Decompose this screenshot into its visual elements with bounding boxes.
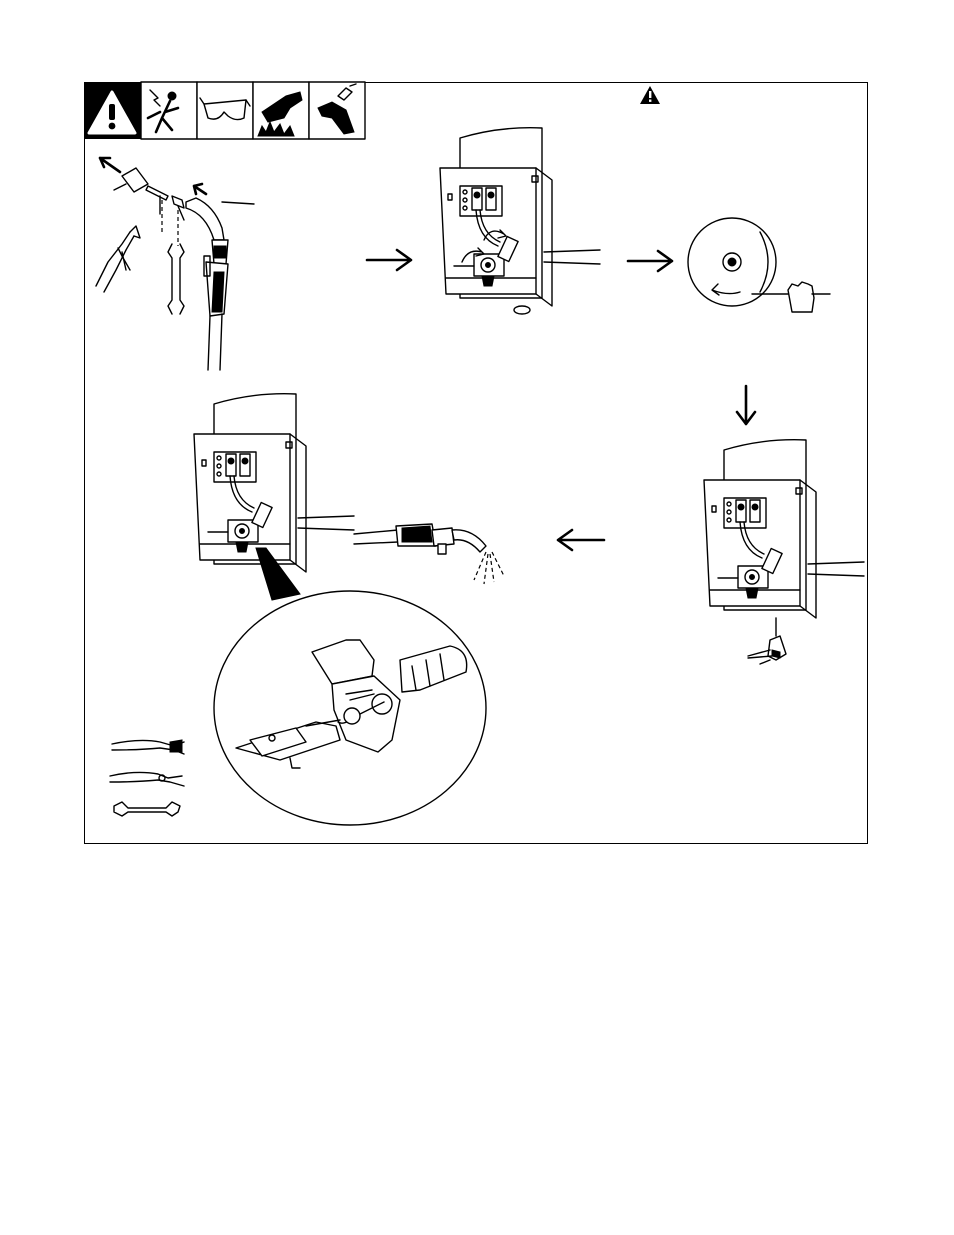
pliers-icon <box>96 226 140 292</box>
hand-icon <box>788 282 830 312</box>
wire-feeder-unit-icon <box>440 128 600 306</box>
wrench-icon <box>114 802 180 816</box>
hot-parts-icon <box>253 82 309 139</box>
warning-triangle-icon <box>640 86 660 104</box>
step-release-drive-roll-pressure <box>440 128 600 314</box>
step-remove-nozzle-and-tip <box>96 158 254 370</box>
welding-wire-hazard-icon <box>309 82 365 139</box>
step-rewind-wire-onto-spool <box>688 218 830 312</box>
step-install-and-feed-gun <box>194 394 504 825</box>
wire-feeder-unit-icon <box>704 440 864 618</box>
wire-spool-icon <box>688 218 790 306</box>
diagonal-cutter-icon <box>112 740 184 754</box>
pliers-icon <box>110 772 184 786</box>
wire-feeder-unit-icon <box>194 394 354 572</box>
electric-shock-icon <box>141 82 197 139</box>
cutter-icon <box>748 618 786 664</box>
contact-tip-icon <box>146 184 206 246</box>
gun-connection-detail-icon <box>214 591 486 825</box>
nozzle-icon <box>100 158 148 192</box>
arrow-right-2 <box>628 251 672 271</box>
general-warning-icon <box>84 82 141 139</box>
arrow-right-1 <box>367 250 411 270</box>
arrow-left <box>558 530 604 550</box>
step-cut-wire-end <box>704 440 864 664</box>
arrow-down <box>737 386 755 424</box>
wrench-icon <box>168 244 184 314</box>
tools-legend <box>110 740 184 816</box>
safety-glasses-icon <box>197 82 253 139</box>
safety-symbol-strip <box>84 82 365 139</box>
welding-gun-icon <box>186 198 254 370</box>
welding-gun-icon <box>354 524 504 584</box>
